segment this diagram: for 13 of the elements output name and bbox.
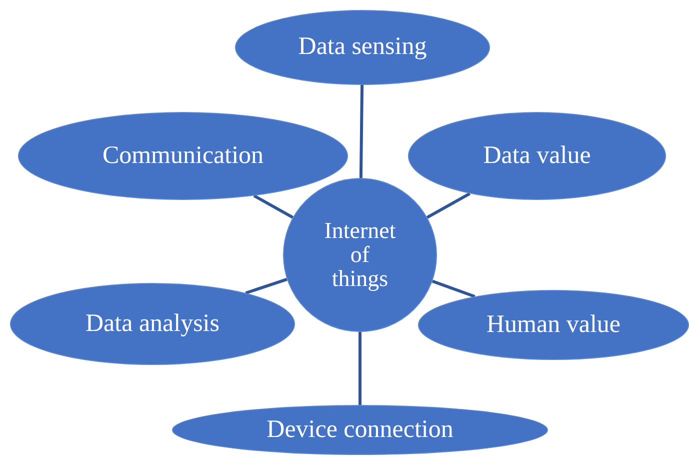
node-label: Human value	[486, 312, 620, 338]
node-label: Communication	[102, 142, 264, 170]
connector-line	[359, 84, 364, 178]
node-label: Internet of things	[324, 218, 396, 292]
connector-line	[358, 332, 362, 405]
node-label: Device connection	[266, 416, 454, 444]
connector-line	[432, 280, 476, 298]
node-label: Data sensing	[298, 34, 427, 61]
node-label: Data analysis	[86, 310, 220, 338]
connector-line	[245, 278, 288, 294]
node-label: Data value	[483, 142, 591, 170]
connector-line	[253, 194, 294, 219]
connector-line	[426, 192, 471, 219]
